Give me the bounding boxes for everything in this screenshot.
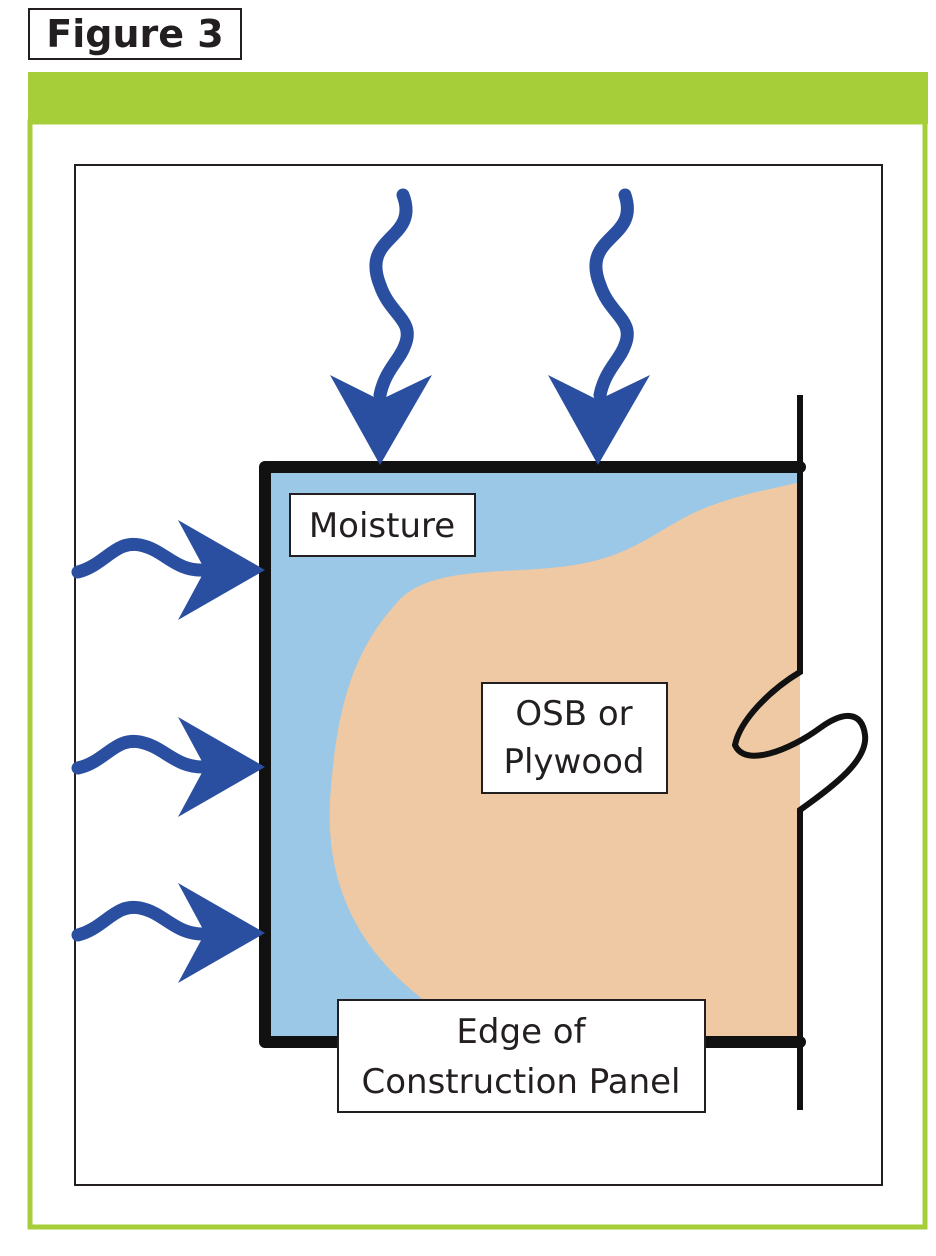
- wavy-arrow-right-icon: [71, 717, 265, 817]
- wavy-arrow-right-icon: [71, 520, 265, 620]
- wavy-arrow-down-icon: [330, 188, 432, 465]
- panel-break-line: [731, 395, 869, 1110]
- frame-border: [27, 119, 928, 1230]
- edge-label-line2: Construction Panel: [361, 1062, 680, 1102]
- figure-label: Figure 3: [28, 8, 242, 60]
- moisture-label-box: [289, 493, 476, 557]
- moisture-label: Moisture: [309, 506, 455, 546]
- header-band: [28, 72, 928, 124]
- wood-label-box: [481, 682, 668, 794]
- wood-label-line2: Plywood: [503, 742, 644, 782]
- edge-label-box: [337, 999, 706, 1113]
- wood-label-line1: OSB or: [515, 694, 632, 734]
- edge-label-line1: Edge of: [456, 1012, 586, 1052]
- wavy-arrow-down-icon: [548, 188, 650, 465]
- wavy-arrow-right-icon: [71, 883, 265, 983]
